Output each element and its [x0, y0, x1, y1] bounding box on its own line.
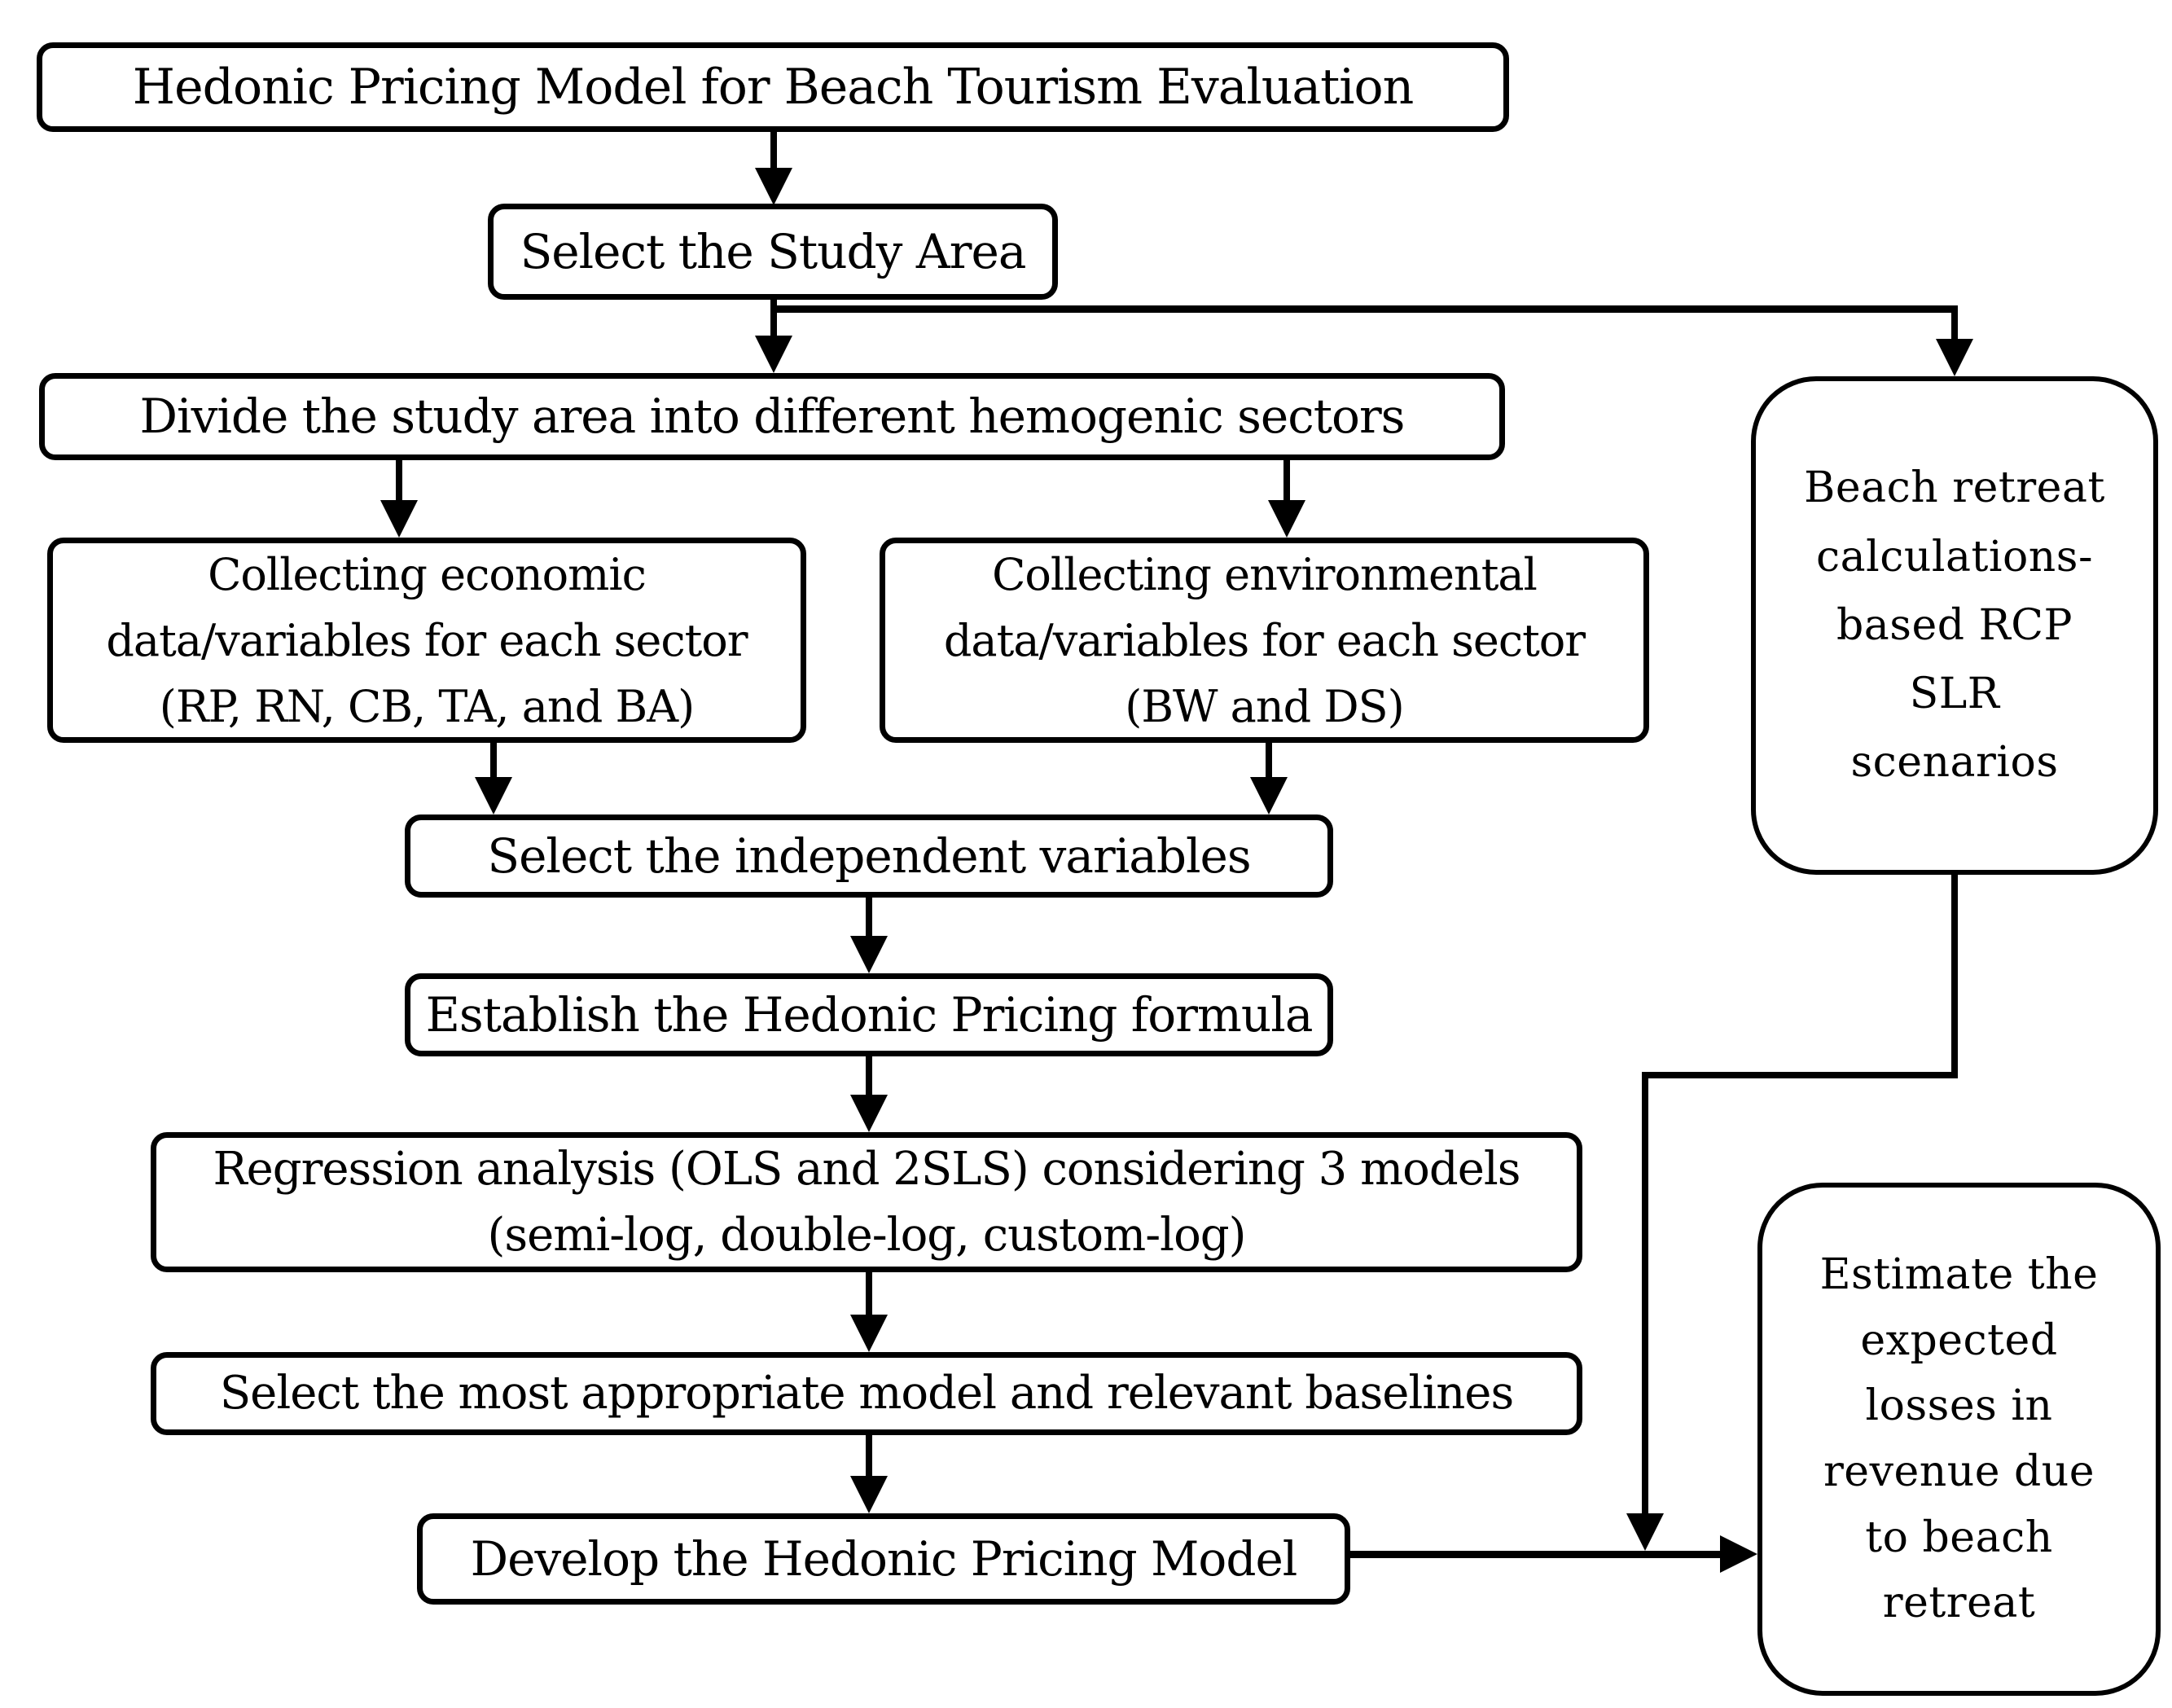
- connector-beach-retreat-elbow-down: [1642, 1072, 1648, 1513]
- box-select-independent-variables: Select the independent variables: [405, 814, 1333, 898]
- connector-beach-retreat-elbow-horizontal: [1642, 1072, 1958, 1078]
- connector-divide-to-environmental: [1283, 459, 1290, 502]
- arrowhead-environmental-to-select-independent: [1250, 777, 1288, 814]
- box-estimate-revenue-losses: Estimate the expected losses in revenue …: [1757, 1183, 2161, 1696]
- connector-develop-to-estimate: [1350, 1551, 1722, 1558]
- box-select-study-area: Select the Study Area: [488, 204, 1058, 300]
- box-hedonic-pricing-model-title: Hedonic Pricing Model for Beach Tourism …: [37, 42, 1509, 132]
- arrowhead-regression-to-select-model: [850, 1315, 888, 1352]
- connector-environmental-to-select-independent: [1266, 741, 1272, 779]
- arrowhead-divide-to-environmental: [1268, 500, 1305, 538]
- connector-top-to-select-area: [770, 130, 777, 173]
- connector-select-model-to-develop: [866, 1435, 872, 1476]
- arrowhead-develop-to-estimate: [1720, 1535, 1757, 1573]
- arrowhead-select-model-to-develop: [850, 1476, 888, 1513]
- box-regression-analysis: Regression analysis (OLS and 2SLS) consi…: [151, 1132, 1582, 1272]
- connector-divide-to-economic: [396, 459, 402, 502]
- box-divide-study-area: Divide the study area into different hem…: [39, 373, 1505, 460]
- box-collect-environmental-data: Collecting environmental data/variables …: [880, 538, 1649, 743]
- connector-select-independent-to-establish: [866, 898, 872, 936]
- arrowhead-divide-to-economic: [380, 500, 418, 538]
- connector-select-area-to-divide: [770, 298, 777, 337]
- connector-branch-horizontal: [770, 305, 1958, 313]
- connector-beach-retreat-down: [1951, 875, 1958, 1078]
- arrowhead-economic-to-select-independent: [475, 777, 512, 814]
- arrowhead-top-to-select-area: [755, 168, 792, 205]
- box-select-appropriate-model: Select the most appropriate model and re…: [151, 1352, 1582, 1435]
- box-collect-economic-data: Collecting economic data/variables for e…: [47, 538, 806, 743]
- arrowhead-beach-retreat-to-junction: [1626, 1513, 1664, 1551]
- arrowhead-select-area-to-divide: [755, 336, 792, 373]
- connector-economic-to-select-independent: [490, 741, 497, 779]
- connector-branch-to-beach-retreat: [1951, 305, 1958, 340]
- box-beach-retreat-calculations: Beach retreat calculations- based RCP SL…: [1751, 376, 2158, 875]
- connector-regression-to-select-model: [866, 1272, 872, 1315]
- arrowhead-establish-to-regression: [850, 1095, 888, 1132]
- arrowhead-select-independent-to-establish: [850, 936, 888, 973]
- box-establish-hedonic-formula: Establish the Hedonic Pricing formula: [405, 973, 1333, 1056]
- connector-establish-to-regression: [866, 1056, 872, 1095]
- arrowhead-branch-to-beach-retreat: [1936, 339, 1973, 376]
- box-develop-hedonic-model: Develop the Hedonic Pricing Model: [417, 1513, 1350, 1605]
